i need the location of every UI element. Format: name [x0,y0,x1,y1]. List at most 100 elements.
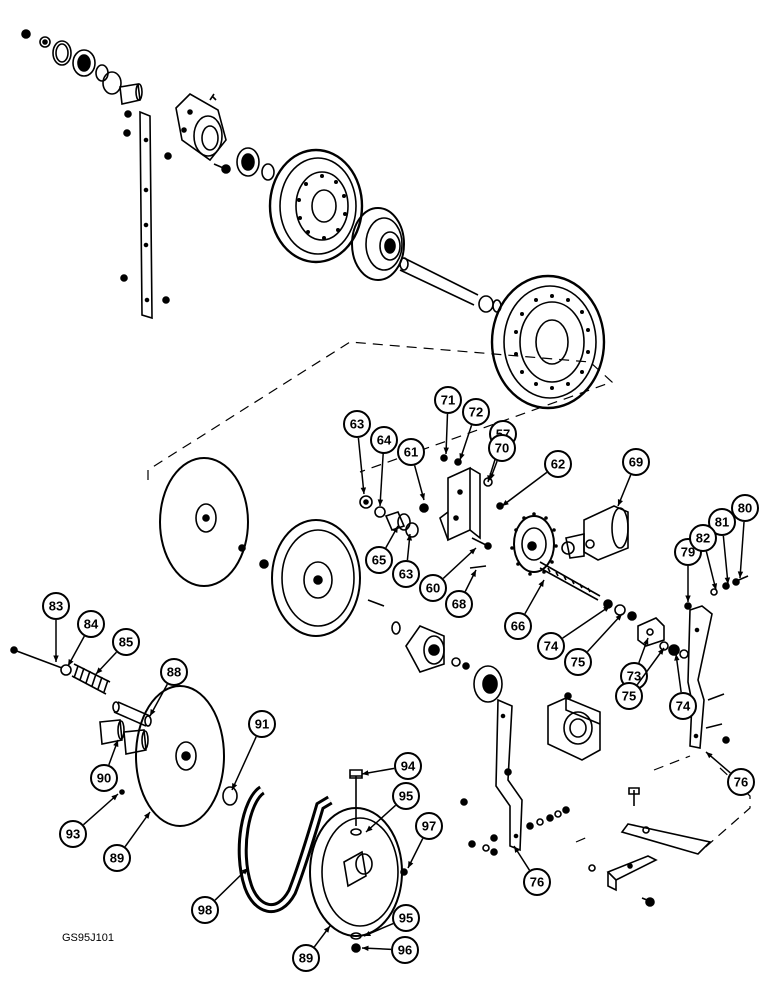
callout-label: 63 [399,567,413,582]
callout-circle [615,682,643,710]
callout-label: 90 [97,771,111,786]
callout-leader-line [82,793,119,826]
callout-arrowhead [643,638,649,645]
callout-label: 73 [627,669,641,684]
callout-76: 76 [513,845,551,896]
lower-right-brackets [460,605,730,907]
callout-arrowhead [362,770,369,776]
callout-arrowhead [68,659,74,666]
callout-65: 65 [365,525,399,574]
callout-leader-line [739,521,745,579]
callout-label: 88 [167,665,181,680]
callout-62: 62 [501,450,572,507]
callout-73: 73 [620,637,649,690]
callout-leader-line [445,413,449,455]
callout-label: 93 [66,827,80,842]
callout-arrowhead [489,473,495,480]
callout-circle [77,610,105,638]
callout-80: 80 [731,494,759,579]
callout-arrowhead [470,570,476,577]
callout-70: 70 [488,434,516,481]
callout-arrowhead [538,580,544,587]
callout-74: 74 [669,653,697,720]
callout-label: 89 [110,851,124,866]
callout-arrowhead [419,493,425,500]
callout-arrowhead [364,930,371,936]
callout-label: 63 [350,417,364,432]
callout-circle [343,410,371,438]
callout-circle [160,658,188,686]
callout-circle [434,386,462,414]
callout-label: 79 [681,545,695,560]
callout-circle [112,628,140,656]
callout-circle [392,560,420,588]
callout-circle [727,768,755,796]
callout-arrowhead [711,583,718,590]
callout-arrowhead [603,606,610,612]
callout-label: 97 [422,819,436,834]
belt-and-lower-pulley [237,769,408,953]
callout-arrowhead [502,499,509,506]
callout-72: 72 [459,398,490,461]
top-shaft-assembly [21,29,606,410]
callout-arrowhead [362,945,369,952]
callout-arrowhead [469,548,476,555]
callout-label: 66 [511,619,525,634]
callout-69: 69 [617,448,650,507]
callout-label: 80 [738,501,752,516]
callout-71: 71 [434,386,462,455]
callout-82: 82 [689,524,718,591]
dashed-boundary-upper [147,341,614,480]
callout-97: 97 [407,812,443,869]
callout-leader-line [365,804,397,833]
callout-88: 88 [149,658,188,717]
callout-leader-line [124,811,151,848]
callout-circle [669,692,697,720]
callout-label: 61 [404,445,418,460]
callout-circle [365,546,393,574]
callout-leader-line [231,736,257,791]
callout-label: 84 [84,617,99,632]
callout-75: 75 [564,613,623,676]
callout-98: 98 [191,867,249,924]
callout-arrowhead [674,654,680,661]
callout-label: 74 [676,699,691,714]
callout-arrowhead [657,648,664,655]
callout-arrowhead [443,447,449,454]
callout-arrowhead [685,595,691,602]
callout-label: 98 [198,903,212,918]
callout-circle [248,710,276,738]
callout-arrowhead [408,861,414,868]
callout-circle [392,782,420,810]
callout-circle [445,590,473,618]
callout-arrowhead [406,534,413,541]
callout-leader-line [442,547,477,580]
callout-81: 81 [708,508,736,585]
spring-assembly [10,646,238,827]
callout-leader-line [379,453,384,507]
callout-label: 60 [426,581,440,596]
figure-code: GS95J101 [62,932,114,944]
callout-label: 75 [571,655,585,670]
callout-93: 93 [59,793,119,848]
callout-arrowhead [232,783,238,790]
callout-circle [394,752,422,780]
callout-label: 76 [734,775,748,790]
callout-64: 64 [370,426,398,507]
callout-label: 69 [629,455,643,470]
callout-label: 68 [452,597,466,612]
callout-circle [462,398,490,426]
callout-85: 85 [95,628,140,675]
callout-arrowhead [459,453,465,460]
callout-74: 74 [537,605,611,660]
callout-68: 68 [445,569,477,618]
callout-label: 85 [119,635,133,650]
callout-leader-line [705,551,717,591]
callout-label: 71 [441,393,455,408]
callout-circle [488,434,516,462]
callout-91: 91 [231,710,276,791]
callout-76: 76 [705,751,755,796]
callout-89: 89 [292,925,331,972]
callout-83: 83 [42,592,70,662]
